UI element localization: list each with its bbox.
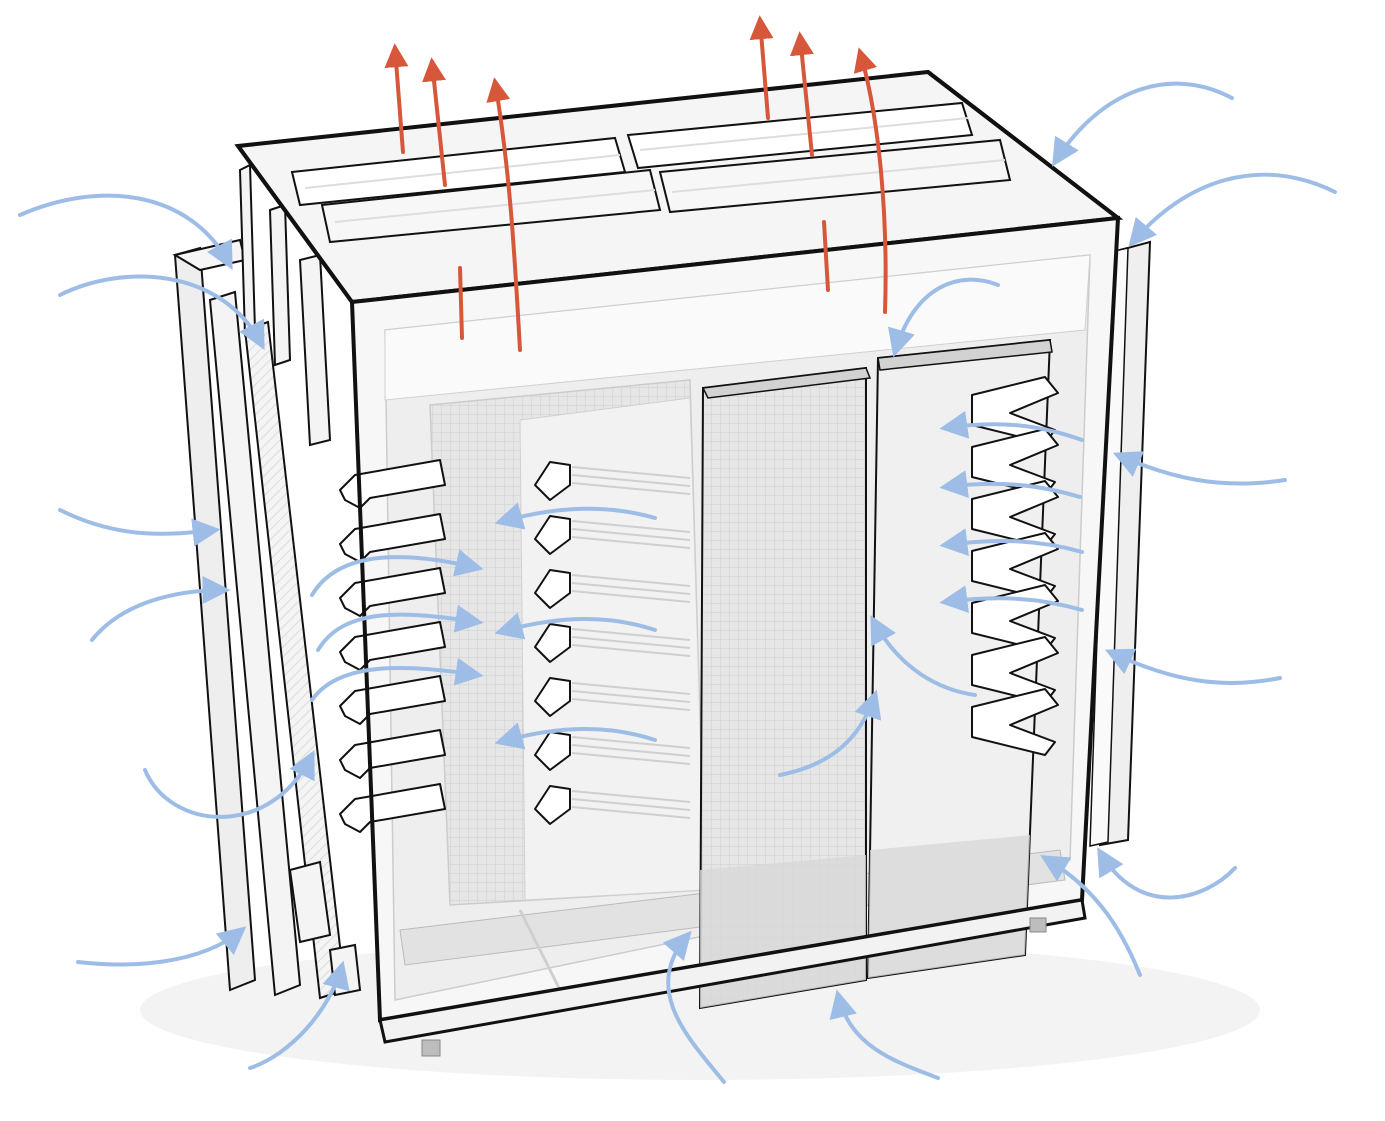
cool-air-arrow xyxy=(58,508,221,547)
cool-air-arrow xyxy=(939,470,1082,499)
cool-air-arrow xyxy=(939,410,1084,442)
louver-slat xyxy=(534,677,571,717)
louver-slat xyxy=(339,459,446,509)
louver-slat xyxy=(534,731,571,771)
louver-fin-line xyxy=(571,736,691,749)
cool-air-arrow xyxy=(870,615,977,697)
cool-air-arrow xyxy=(939,585,1084,614)
louver-fin-line xyxy=(571,582,691,595)
hot-exhaust-arrow xyxy=(749,15,774,120)
cool-air-arrow xyxy=(248,960,350,1070)
louver-fin-line xyxy=(571,636,691,649)
hot-exhaust-arrow xyxy=(822,220,830,292)
hot-exhaust-arrow xyxy=(422,57,447,187)
cool-air-arrow xyxy=(662,930,726,1084)
louver-fin-line xyxy=(571,536,691,549)
louver-slat xyxy=(339,567,446,617)
louver-fin-line xyxy=(571,682,691,695)
louver-fin-line xyxy=(571,474,691,487)
cool-air-arrow xyxy=(939,528,1084,557)
cool-air-arrow xyxy=(1112,451,1287,486)
louver-fin-line xyxy=(571,798,691,811)
cool-air-arrow xyxy=(778,689,882,777)
cool-air-arrow xyxy=(18,193,233,270)
louver-fin-line xyxy=(571,466,691,479)
hot-exhaust-arrow xyxy=(458,266,464,340)
louver-fin-line xyxy=(571,590,691,603)
cool-air-arrow xyxy=(310,549,484,597)
cool-air-arrow xyxy=(58,274,265,350)
cool-air-arrow xyxy=(494,722,657,750)
cool-air-arrow xyxy=(1052,81,1234,167)
cool-air-arrow xyxy=(143,749,315,819)
louver-slat xyxy=(534,623,571,663)
louver-slat xyxy=(971,532,1059,600)
front-frame xyxy=(236,70,1121,1057)
louver-fin-line xyxy=(571,628,691,641)
left-side-panels xyxy=(172,163,362,1000)
cool-air-arrow xyxy=(494,612,657,640)
cool-air-arrow xyxy=(316,604,484,652)
hot-exhaust-arrow xyxy=(384,43,409,154)
louver-fin-line xyxy=(571,752,691,765)
cool-air-arrow xyxy=(1128,172,1337,248)
cool-air-arrow xyxy=(1097,847,1237,900)
hot-exhaust-arrow xyxy=(486,77,522,352)
louver-slat xyxy=(339,513,446,563)
louver-fin-line xyxy=(571,806,691,819)
louver-fin-line xyxy=(571,790,691,803)
cool-airflow-arrows xyxy=(18,81,1337,1084)
cool-air-arrow xyxy=(76,926,247,967)
cool-air-arrow xyxy=(90,576,231,642)
cool-air-arrow xyxy=(494,502,657,530)
hot-exhaust-arrows xyxy=(384,15,888,352)
louver-fin-line xyxy=(571,574,691,587)
louver-slat xyxy=(534,569,571,609)
hot-exhaust-arrow xyxy=(789,31,814,157)
louver-fin-line xyxy=(571,528,691,541)
cool-air-arrow xyxy=(829,989,940,1080)
louver-slat xyxy=(534,461,571,501)
louver-fin-line xyxy=(571,644,691,657)
cool-air-arrow xyxy=(1104,648,1282,685)
louver-slat xyxy=(971,688,1059,756)
louver-slat xyxy=(339,783,446,833)
cool-air-arrow xyxy=(888,277,1000,358)
louver-fin-line xyxy=(571,744,691,757)
louver-slat xyxy=(534,785,571,825)
hot-exhaust-arrow xyxy=(853,47,888,314)
louver-fin-line xyxy=(571,690,691,703)
cool-air-arrow xyxy=(1040,855,1142,977)
louver-slat xyxy=(971,636,1059,704)
louver-fin-line xyxy=(571,698,691,711)
louver-fin-line xyxy=(571,520,691,533)
louver-slat xyxy=(534,515,571,555)
louver-group-center xyxy=(534,461,691,825)
roof xyxy=(234,69,1124,305)
louver-fin-line xyxy=(571,482,691,495)
louver-slat xyxy=(971,480,1059,548)
cool-air-arrow xyxy=(310,657,484,702)
